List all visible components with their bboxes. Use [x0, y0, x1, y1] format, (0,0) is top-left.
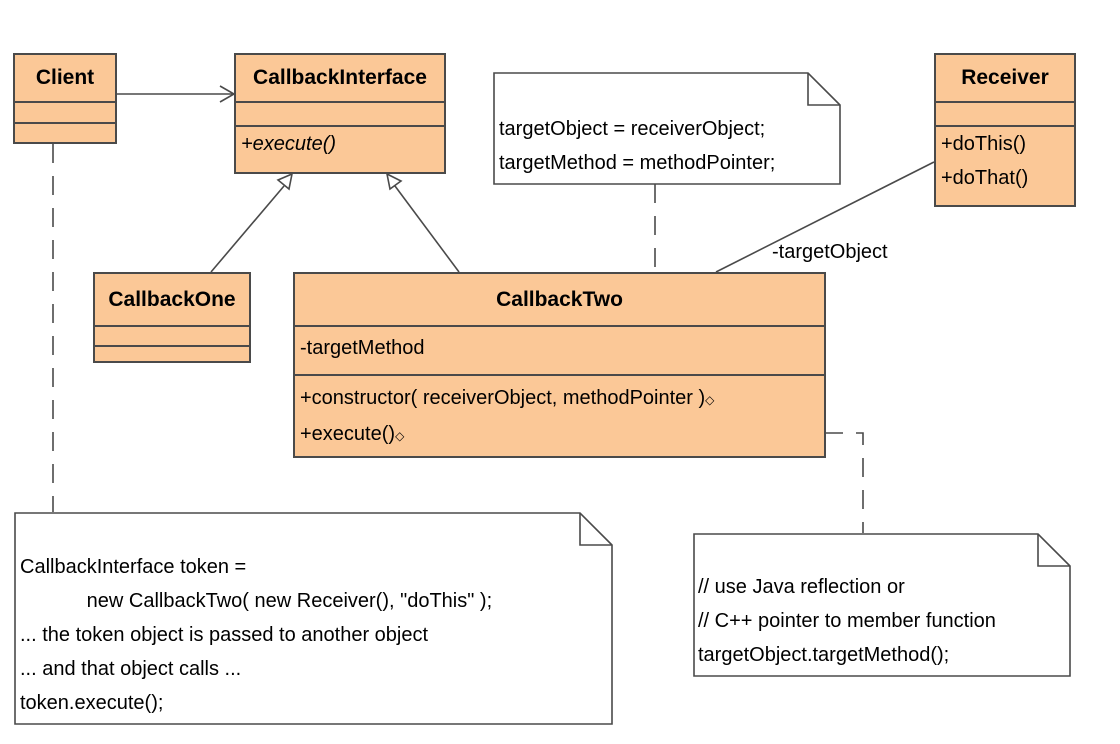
- assignments-note-text: targetObject = receiverObject; targetMeth…: [499, 112, 775, 180]
- note-line: targetObject = receiverObject;: [499, 118, 766, 140]
- attribute-compartment: [936, 103, 1074, 127]
- note-line: targetMethod = methodPointer;: [499, 152, 776, 174]
- class-name: CallbackInterface: [236, 55, 444, 103]
- receiver-class[interactable]: Receiver +doThis() +doThat(): [934, 53, 1076, 207]
- operation-label: +execute(): [300, 423, 396, 445]
- operation-dothat: +doThat(): [941, 167, 1029, 189]
- operation-compartment: [95, 347, 249, 361]
- operation-label: +constructor( receiverObject, methodPoin…: [300, 387, 706, 409]
- note-line: targetObject.targetMethod();: [698, 644, 950, 666]
- execute-impl-note-fold: [1037, 534, 1070, 567]
- association-label: -targetObject: [772, 241, 888, 263]
- note-line: ... and that object calls ...: [20, 658, 242, 680]
- class-name: Client: [15, 55, 115, 103]
- operation-compartment: [15, 124, 115, 142]
- note-line: // C++ pointer to member function: [698, 610, 996, 632]
- operation-execute: +execute()◇: [295, 417, 824, 453]
- client-usage-note-text: CallbackInterface token = new CallbackTw…: [20, 550, 492, 720]
- note-line: token.execute();: [20, 692, 164, 714]
- callbackinterface-class[interactable]: CallbackInterface +execute(): [234, 53, 446, 174]
- class-name: CallbackOne: [95, 274, 249, 327]
- operation-compartment: +constructor( receiverObject, methodPoin…: [295, 376, 824, 456]
- assignments-note-fold: [807, 73, 840, 106]
- execute-impl-note: [693, 533, 1071, 677]
- note-link-marker: ◇: [705, 393, 715, 407]
- attribute-targetmethod: -targetMethod: [300, 337, 425, 359]
- attribute-compartment: [15, 103, 115, 124]
- client-class[interactable]: Client: [13, 53, 117, 144]
- operation-compartment: +execute(): [236, 127, 444, 172]
- operation-dothis: +doThis(): [941, 133, 1027, 155]
- operation-constructor: +constructor( receiverObject, methodPoin…: [295, 381, 824, 417]
- client-usage-note-fold: [579, 513, 612, 546]
- callbackone-generalization: [210, 172, 294, 273]
- class-name: Receiver: [936, 55, 1074, 103]
- execute-impl-note-text: // use Java reflection or // C++ pointer …: [698, 570, 996, 672]
- note-line: // use Java reflection or: [698, 576, 905, 598]
- note-line: new CallbackTwo( new Receiver(), "doThis…: [20, 590, 493, 612]
- callbacktwo-class[interactable]: CallbackTwo -targetMethod +constructor( …: [293, 272, 826, 458]
- assignments-note: [493, 72, 841, 185]
- attribute-compartment: [236, 103, 444, 127]
- client-interface-association: [117, 85, 236, 103]
- note-link-marker: ◇: [395, 429, 405, 443]
- targetobject-association: [715, 161, 935, 273]
- note-line: CallbackInterface token =: [20, 556, 247, 578]
- attribute-compartment: -targetMethod: [295, 327, 824, 376]
- callbacktwo-generalization: [385, 172, 460, 273]
- callbackone-class[interactable]: CallbackOne: [93, 272, 251, 363]
- attribute-compartment: [95, 327, 249, 347]
- note-line: ... the token object is passed to anothe…: [20, 624, 429, 646]
- operation-compartment: +doThis() +doThat(): [936, 127, 1074, 205]
- class-name: CallbackTwo: [295, 274, 824, 327]
- client-usage-note: [14, 512, 613, 725]
- operation-execute: +execute(): [241, 133, 337, 155]
